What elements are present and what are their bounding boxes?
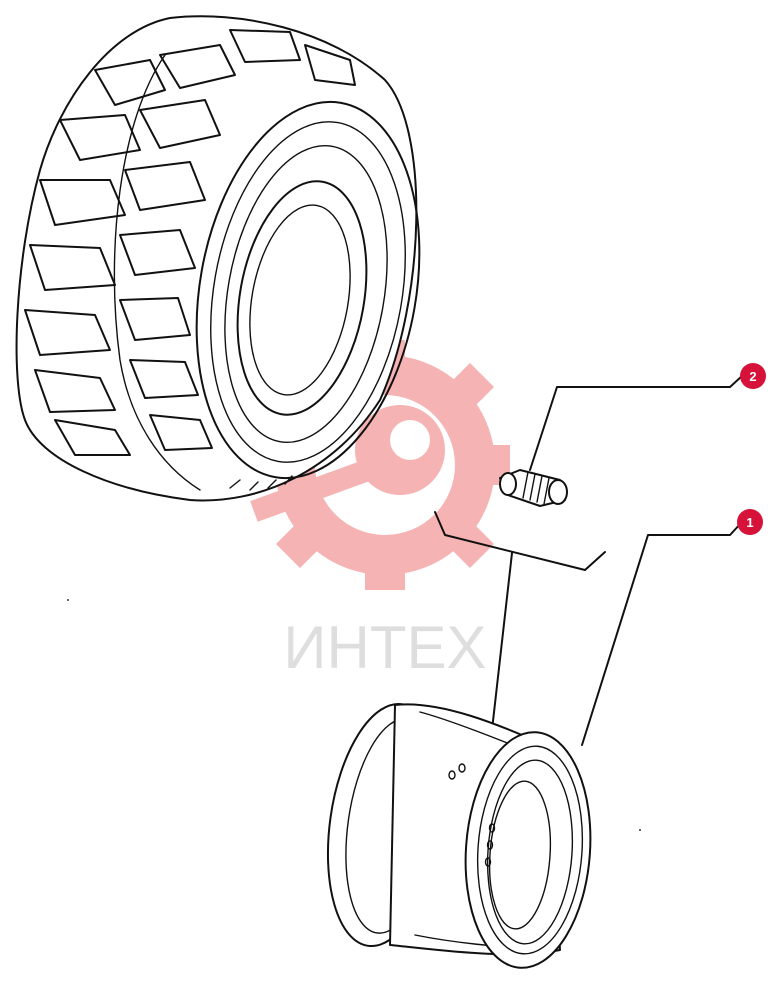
tire: [15, 15, 421, 502]
tread-lugs: [24, 29, 356, 456]
watermark-text: ИНТЕХ: [283, 614, 486, 681]
valve: [499, 469, 568, 507]
leader-line-2: [529, 375, 743, 471]
callout-1-label: 1: [746, 515, 753, 530]
assembly-drop-line: [491, 552, 513, 731]
rim: [326, 702, 592, 969]
callout-2[interactable]: 2: [740, 363, 766, 389]
callout-1[interactable]: 1: [737, 509, 763, 535]
callout-2-label: 2: [749, 369, 756, 384]
assembly-line: [434, 511, 606, 571]
leader-line-1: [581, 521, 743, 746]
